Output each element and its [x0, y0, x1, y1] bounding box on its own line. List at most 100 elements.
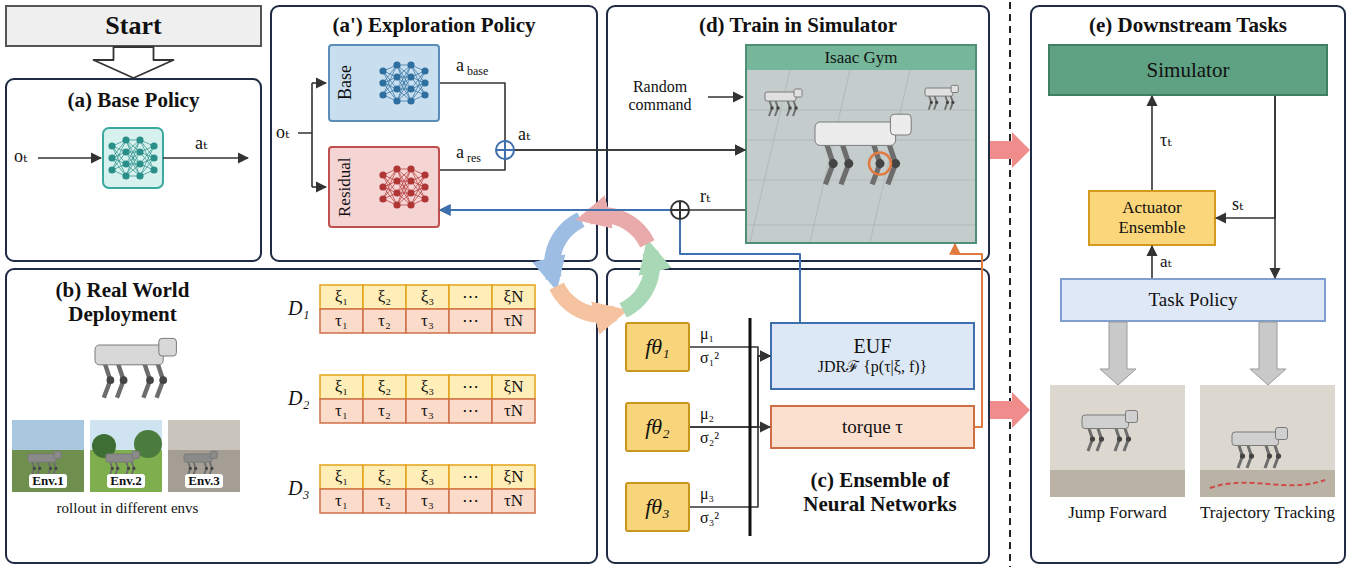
network-unit	[421, 171, 428, 178]
table-cell-frame	[406, 489, 449, 513]
node-text: Start	[105, 11, 161, 41]
table-cell: τ₁	[335, 311, 348, 331]
label-holder: μ₂	[700, 405, 714, 423]
network-unit	[379, 67, 386, 74]
table-cell: ⋯	[462, 491, 479, 511]
signal-label: res	[467, 152, 481, 166]
table-cell-frame	[492, 465, 535, 489]
network-unit	[407, 97, 414, 104]
network-unit	[393, 73, 400, 80]
ground-grid	[870, 70, 910, 242]
node-text: Trajectory Tracking	[1200, 503, 1335, 523]
panel-title: (b) Real World Deployment	[15, 278, 230, 326]
network-unit	[421, 183, 428, 190]
signal-line	[38, 157, 101, 159]
network-unit	[108, 142, 115, 149]
label-holder: σ₃²	[700, 509, 719, 527]
ensemble-member-box: fθ₁	[625, 322, 690, 372]
signal-line	[163, 157, 248, 159]
robot-head	[951, 85, 958, 92]
table-cell: ξ₂	[378, 377, 392, 397]
network-unit	[393, 189, 400, 196]
network-icon	[379, 61, 428, 104]
table-cell: τN	[504, 311, 523, 331]
label-holder: D₃	[288, 477, 309, 500]
table-cell-frame	[492, 399, 535, 423]
text-holder: Jump Forward	[1050, 503, 1185, 523]
robot-body	[1082, 415, 1129, 429]
table-cell-frame	[320, 465, 363, 489]
text-holder: (c) Ensemble of Neural Networks	[780, 468, 980, 516]
ensemble-member-box: fθ₃	[625, 482, 690, 532]
network-link	[397, 65, 411, 101]
photo-floor	[1200, 470, 1335, 497]
robot-joint	[776, 106, 780, 110]
node-text: fθ₁	[645, 334, 670, 359]
arrow-connector	[1250, 322, 1286, 385]
table-cell: ⋯	[462, 287, 479, 307]
table-cell: τN	[504, 491, 523, 511]
robot-joint	[107, 376, 115, 384]
network-icon	[103, 128, 163, 188]
robot-figure	[925, 85, 958, 109]
robot-joint	[1267, 453, 1272, 458]
label-holder: Random command	[614, 78, 706, 115]
arrow-connector	[1151, 96, 1153, 190]
signal-label: aₜ	[518, 124, 530, 145]
robot-body	[184, 454, 212, 462]
signal-label: τₜ	[1160, 130, 1172, 151]
text-holder: Isaac Gym	[747, 48, 975, 68]
table-cell-frame	[406, 285, 449, 309]
robot-joint	[930, 101, 933, 104]
table-cell-frame	[320, 399, 363, 423]
text-holder: (b) Real World Deployment	[15, 278, 230, 326]
network-link	[126, 140, 140, 176]
table-cell: ξN	[504, 287, 524, 307]
robot-body	[765, 92, 796, 101]
network-icon	[379, 165, 428, 208]
table-cell: τ₂	[378, 491, 391, 511]
signal-label: aₜ	[1160, 252, 1172, 272]
label-holder: a	[456, 55, 464, 76]
network-unit	[407, 201, 414, 208]
signal-label: oₜ	[14, 146, 27, 167]
network-unit	[407, 177, 414, 184]
robot-joint	[189, 467, 192, 470]
network-unit	[421, 195, 428, 202]
signal-label: aₜ	[195, 133, 207, 154]
signal-label: D₂	[288, 387, 309, 410]
arrow-connector	[94, 47, 174, 78]
uncertainty-box: EUFJDRℱ {p(τ|ξ, f)}	[770, 322, 975, 390]
network-unit	[407, 61, 414, 68]
text-holder: (a) Base Policy	[7, 88, 260, 112]
node-text: Isaac Gym	[747, 48, 975, 68]
photo-frame	[1200, 385, 1335, 497]
arrow-connector	[1274, 96, 1276, 278]
label-holder: μ₃	[700, 485, 714, 503]
icon-frame	[103, 128, 163, 188]
table-cell-frame	[406, 309, 449, 333]
policy-box: Task Policy	[1060, 278, 1326, 322]
panel-frame: (a') Exploration PolicyBaseResidual	[270, 5, 598, 262]
ground-grid	[810, 70, 850, 242]
table-cell: τ₂	[378, 401, 391, 421]
table-cell-frame	[492, 285, 535, 309]
table-cell: ⋯	[462, 311, 479, 331]
robot-joint	[946, 101, 949, 104]
robot-head	[132, 451, 139, 458]
label-holder: sₜ	[1232, 194, 1243, 215]
label-holder: aₜ	[1160, 252, 1172, 272]
robot-figure	[28, 451, 61, 475]
network-unit	[379, 171, 386, 178]
arrow-connector	[1216, 96, 1275, 218]
robot-joint	[935, 101, 938, 104]
signal-label: σ₃²	[700, 509, 719, 527]
robot-joint	[788, 106, 792, 110]
arrow-connector	[1100, 322, 1136, 385]
robot-joint	[891, 159, 900, 168]
label-holder: res	[467, 152, 481, 166]
network-unit	[136, 160, 143, 167]
network-unit	[136, 172, 143, 179]
signal-label: a	[456, 142, 464, 163]
label-holder: D₁	[288, 297, 309, 320]
